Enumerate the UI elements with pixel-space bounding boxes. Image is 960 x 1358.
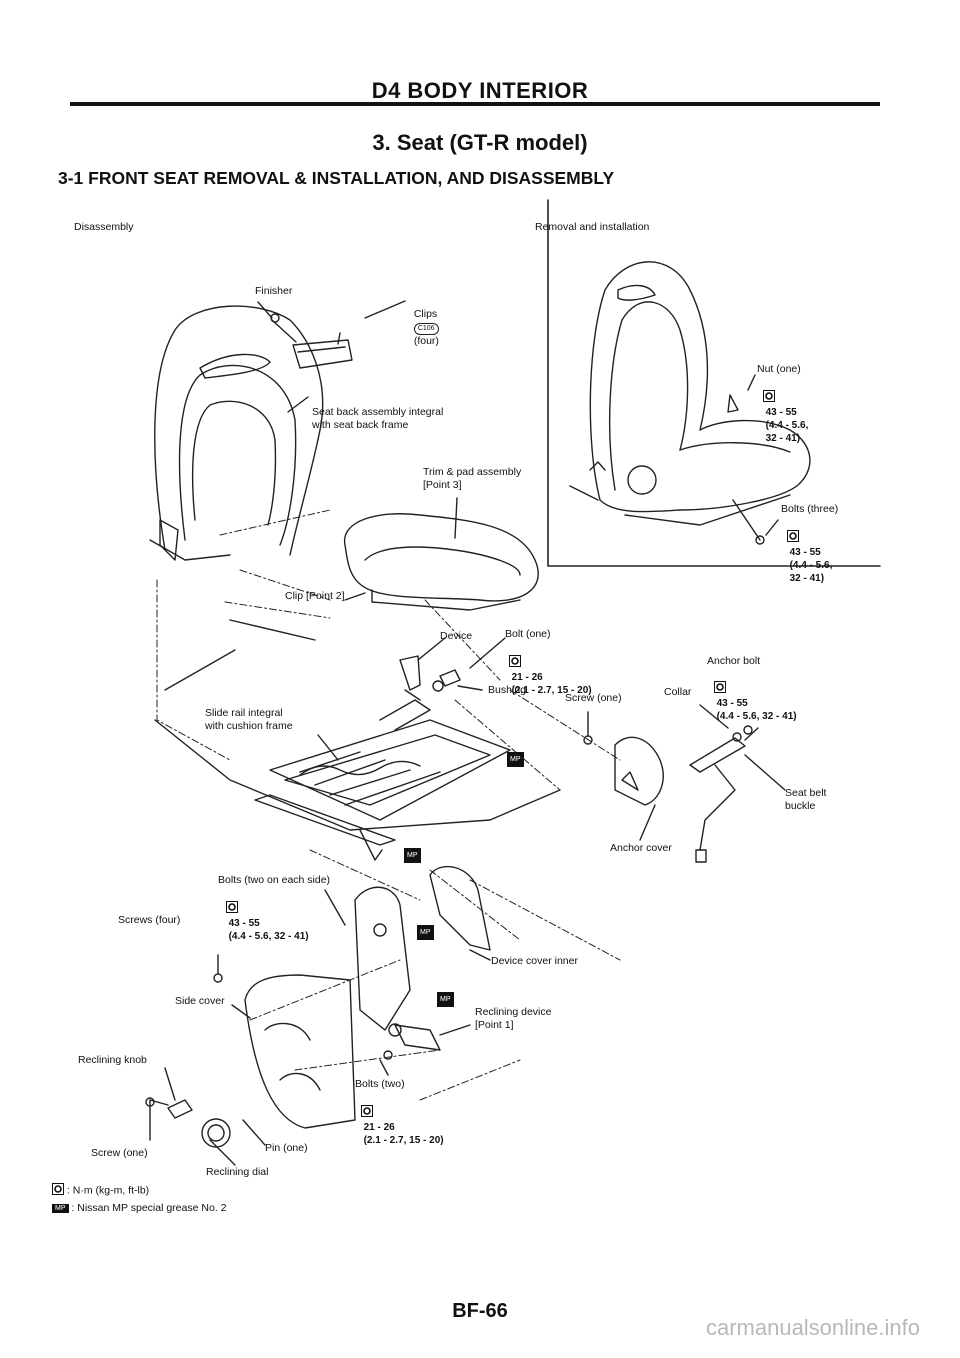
seat-belt-drawing [689, 725, 759, 863]
anchor-bolt-spec-text: 43 - 55 (4.4 - 5.6, 32 - 41) [716, 698, 797, 722]
legend-grease-text: : Nissan MP special grease No. 2 [71, 1202, 227, 1214]
screw-one-label: Screw (one) [565, 692, 622, 704]
collar-label: Collar [664, 686, 692, 698]
knob-leader [164, 1067, 176, 1101]
torque-icon [52, 1183, 64, 1198]
torque-icon [762, 390, 775, 406]
legend-torque: : N·m (kg-m, ft-lb) [52, 1183, 149, 1198]
page-title: 3. Seat (GT-R model) [372, 130, 588, 155]
anchor-cover-drawing [583, 711, 664, 806]
slide-rail-leader [317, 734, 339, 761]
legend-torque-text: : N·m (kg-m, ft-lb) [66, 1184, 150, 1197]
nut-leader [747, 374, 756, 391]
section-header: D4 BODY INTERIOR [371, 78, 589, 103]
device-cover-inner-label: Device cover inner [491, 955, 578, 967]
clip-leader [344, 592, 366, 601]
bolts-two-spec: 21 - 26 (2.1 - 2.7, 15 - 20) [355, 1092, 444, 1147]
screw-one-b-label: Screw (one) [91, 1147, 148, 1159]
seatback-leader [287, 396, 309, 413]
anchor-bolt-label: Anchor bolt [707, 655, 761, 667]
bolt-one-spec: 21 - 26 (2.1 - 2.7, 15 - 20) [503, 642, 592, 697]
side-cover-leader [231, 1004, 251, 1019]
clip-point2-label: Clip [Point 2] [285, 590, 345, 602]
bolts-three-spec-text: 43 - 55 (4.4 - 5.6, 32 - 41) [789, 547, 833, 584]
header-rule [70, 102, 880, 106]
nut-one-label: Nut (one) [757, 363, 801, 375]
anchor-cover-leader [639, 804, 656, 841]
side-cover-label: Side cover [175, 995, 225, 1007]
torque-icon [713, 681, 726, 697]
finisher-label: Finisher [255, 285, 293, 297]
anchor-bolt-spec: 43 - 55 (4.4 - 5.6, 32 - 41) [708, 668, 797, 723]
clips-leader [364, 300, 406, 319]
reclining-knob-drawing [145, 1097, 193, 1141]
seat-belt-buckle-label: Seat belt buckle [785, 787, 827, 812]
bolts-two-each-label: Bolts (two on each side) [218, 874, 331, 886]
bolts-two-each-spec: 43 - 55 (4.4 - 5.6, 32 - 41) [220, 888, 309, 943]
grease-mark: MP [437, 992, 454, 1007]
seat-back-drawing [149, 305, 324, 561]
device-leader [417, 637, 446, 661]
grease-mark: MP [404, 848, 421, 863]
removal-seat-drawing [569, 261, 811, 545]
buckle-leader [744, 754, 786, 791]
nut-spec-text: 43 - 55 (4.4 - 5.6, 32 - 41) [765, 407, 809, 444]
slide-rail-label: Slide rail integral with cushion frame [205, 707, 293, 732]
torque-icon [225, 901, 238, 917]
bushing-leader [457, 685, 483, 691]
finisher-drawing [257, 301, 353, 369]
removal-label: Removal and installation [535, 221, 650, 233]
trim-pad-drawing [344, 513, 539, 611]
bolt-one-label: Bolt (one) [505, 628, 551, 640]
device-cover-leader [469, 949, 491, 961]
collar-leader [699, 704, 729, 729]
clips-text: Clips [413, 308, 438, 320]
seat-back-label: Seat back assembly integral with seat ba… [312, 406, 444, 431]
grease-icon: MP [52, 1203, 69, 1213]
device-label: Device [440, 630, 473, 642]
reclining-dial-drawing [201, 1118, 236, 1166]
bolts-two-label: Bolts (two) [355, 1078, 405, 1090]
reclining-device-drawing [354, 865, 491, 1076]
clips-code-badge: C106 [413, 323, 439, 335]
pin-one-label: Pin (one) [265, 1142, 308, 1154]
clips-qty: (four) [413, 335, 439, 347]
torque-icon [786, 530, 799, 546]
reclining-knob-label: Reclining knob [78, 1054, 147, 1066]
bolts-two-each-spec-text: 43 - 55 (4.4 - 5.6, 32 - 41) [228, 918, 309, 942]
disassembly-label: Disassembly [74, 221, 134, 233]
legend-grease: MP : Nissan MP special grease No. 2 [52, 1202, 226, 1214]
torque-icon [508, 655, 521, 671]
device-drawing [399, 655, 461, 701]
reclining-dial-label: Reclining dial [206, 1166, 269, 1178]
side-cover-drawing [213, 954, 356, 1129]
watermark: carmanualsonline.info [705, 1315, 920, 1340]
grease-mark: MP [417, 925, 434, 940]
trim-pad-leader [454, 497, 458, 539]
bushing-label: Bushing [488, 684, 526, 696]
trim-pad-label: Trim & pad assembly [Point 3] [423, 466, 522, 491]
grease-mark: MP [507, 752, 524, 767]
torque-icon [360, 1105, 373, 1121]
clips-label: Clips C106 (four) [408, 295, 439, 348]
bolts-two-spec-text: 21 - 26 (2.1 - 2.7, 15 - 20) [363, 1122, 444, 1146]
bolt-one-spec-text: 21 - 26 (2.1 - 2.7, 15 - 20) [511, 672, 592, 696]
reclining-device-leader [439, 1024, 471, 1036]
bolts-three-label: Bolts (three) [781, 503, 839, 515]
slide-rail-drawing [254, 699, 511, 861]
screws-four-label: Screws (four) [118, 914, 181, 926]
page-number: BF-66 [452, 1300, 508, 1322]
reclining-device-label: Reclining device [Point 1] [475, 1006, 552, 1031]
nut-spec: 43 - 55 (4.4 - 5.6, 32 - 41) [757, 377, 808, 445]
bolts-three-spec: 43 - 55 (4.4 - 5.6, 32 - 41) [781, 517, 832, 585]
page-subtitle: 3-1 FRONT SEAT REMOVAL & INSTALLATION, A… [58, 168, 615, 188]
bolts-each-leader [324, 889, 346, 926]
bolt-leader [469, 637, 506, 669]
pin-leader [242, 1119, 266, 1146]
anchor-cover-label: Anchor cover [610, 842, 672, 854]
